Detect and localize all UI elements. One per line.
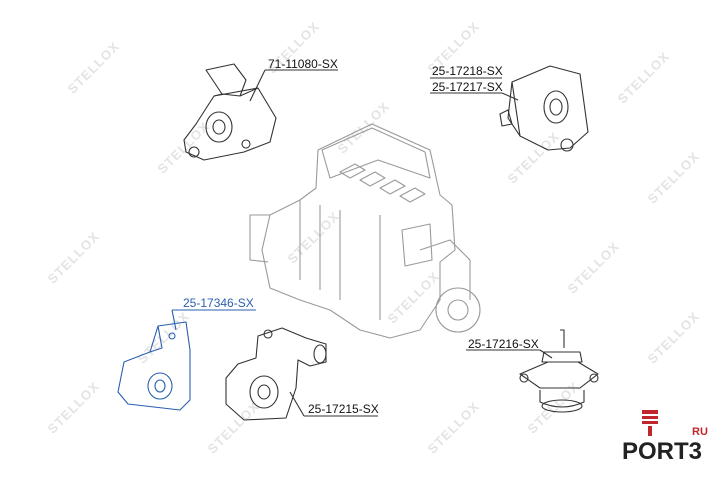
label-25-17216: 25-17216-SX (468, 337, 539, 351)
label-25-17217: 25-17217-SX (432, 80, 503, 94)
part-25-17218-drawing (499, 65, 589, 152)
part-25-17216-drawing (519, 329, 599, 413)
part-71-11080-drawing (183, 63, 277, 161)
logo-text: PORT3 (622, 438, 703, 465)
part-25-17215-drawing (225, 327, 327, 421)
label-25-17218: 25-17218-SX (432, 64, 503, 78)
engine-illustration (249, 123, 481, 339)
label-71-11080: 71-11080-SX (268, 57, 338, 71)
label-25-17215: 25-17215-SX (308, 402, 379, 416)
logo-suffix: RU (692, 426, 708, 438)
label-25-17346: 25-17346-SX (183, 296, 254, 310)
port3-logo: PORT3 RU (622, 408, 712, 468)
part-25-17346-drawing (117, 321, 191, 411)
piston-icon (642, 410, 658, 436)
